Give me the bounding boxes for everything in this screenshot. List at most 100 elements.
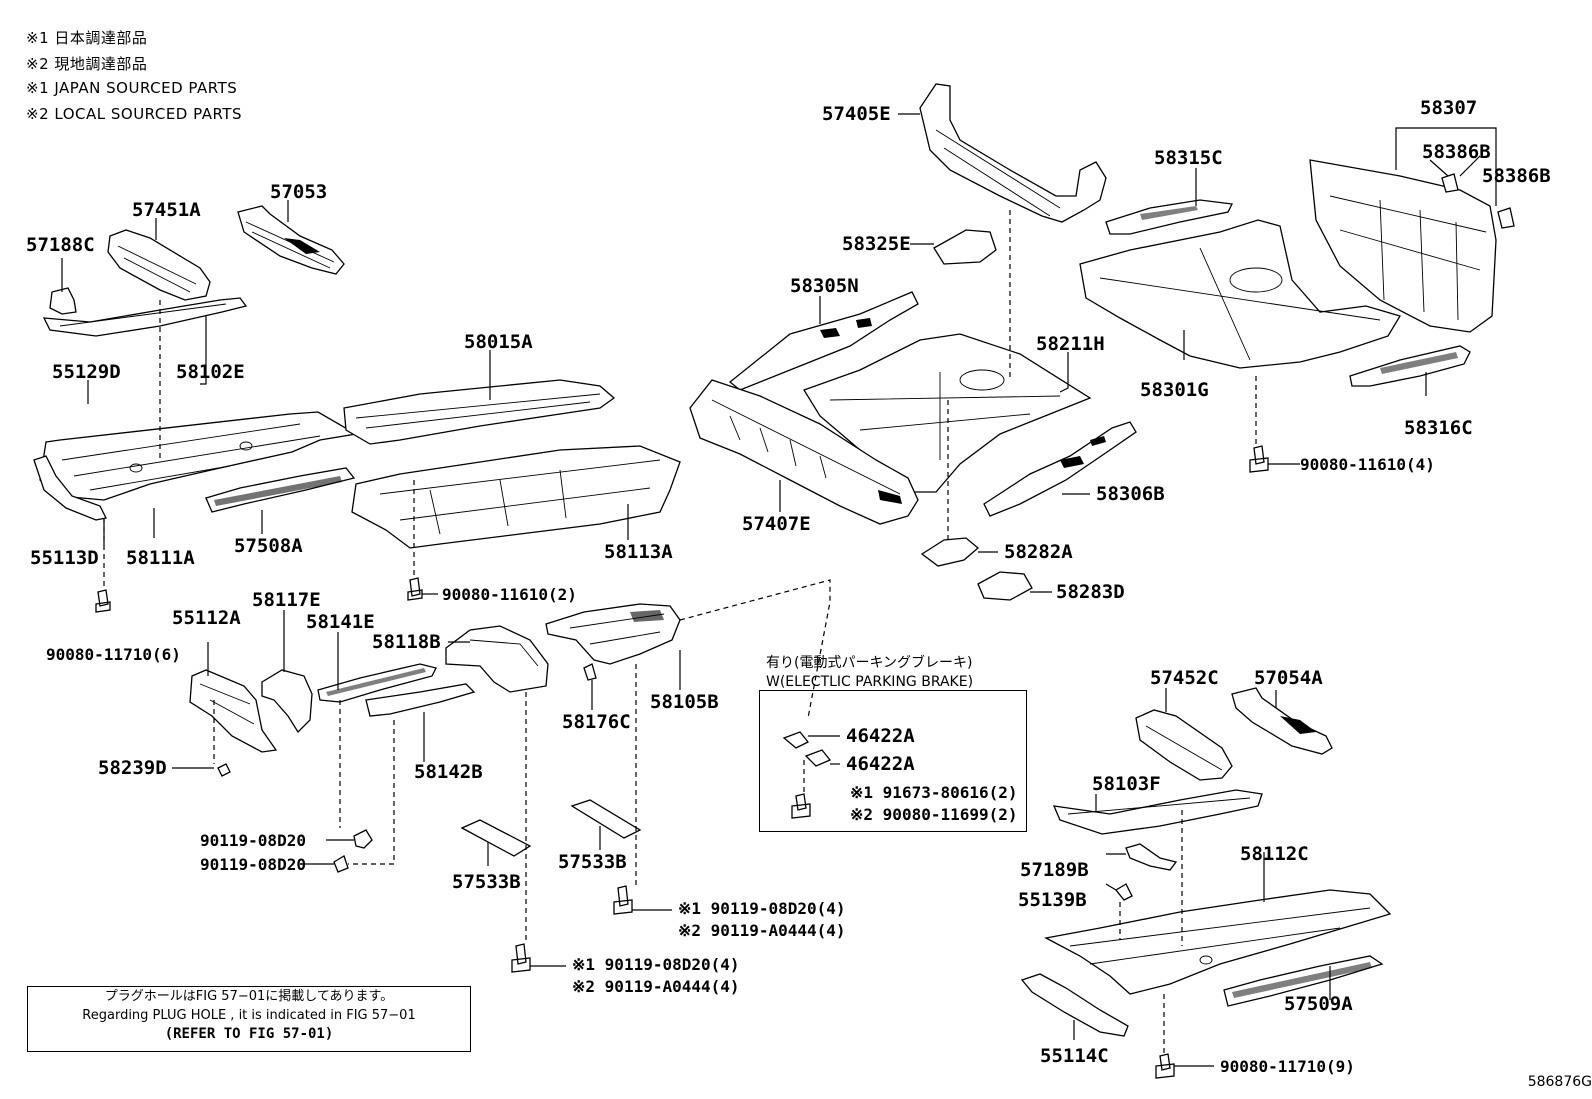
part-46422A-a[interactable] — [782, 731, 810, 749]
bolt-90119-08D20-b-icon — [333, 855, 349, 873]
part-58103F[interactable] — [1052, 789, 1263, 835]
part-58282A[interactable] — [920, 537, 980, 567]
part-58301G[interactable] — [1079, 219, 1401, 369]
label-b1-line2: ※2 90119-A0444(4) — [678, 921, 846, 940]
label-58386B-a: 58386B — [1422, 141, 1491, 163]
label-58015A: 58015A — [464, 331, 533, 353]
label-57407E: 57407E — [742, 513, 811, 535]
part-labels: 57188C 57451A 57053 58102E 55129D 58015A… — [26, 97, 1551, 1076]
part-58283D[interactable] — [977, 571, 1033, 601]
label-58386B-b: 58386B — [1482, 165, 1551, 187]
label-55114C: 55114C — [1040, 1045, 1109, 1067]
part-55113D[interactable] — [33, 455, 107, 521]
figure-code: 586876G — [1527, 1074, 1592, 1090]
bolt-epb-icon — [791, 793, 811, 819]
label-58306B: 58306B — [1096, 483, 1165, 505]
bolt-90080-11610-4-icon — [1249, 445, 1269, 473]
label-58118B: 58118B — [372, 631, 441, 653]
bolt-b1-icon — [613, 885, 633, 915]
part-58239D[interactable] — [217, 763, 231, 777]
label-57189B: 57189B — [1020, 859, 1089, 881]
part-57188C[interactable] — [49, 287, 77, 315]
label-58283D: 58283D — [1056, 581, 1125, 603]
reference-note-box: プラグホールはFIG 57−01に掲載してあります。 Regarding PLU… — [27, 986, 471, 1052]
part-58305N[interactable] — [728, 291, 919, 391]
label-90119-08D20-a: 90119-08D20 — [200, 831, 306, 850]
label-58315C: 58315C — [1154, 147, 1223, 169]
label-57452C: 57452C — [1150, 667, 1219, 689]
part-58118B[interactable] — [445, 625, 549, 693]
label-57405E: 57405E — [822, 103, 891, 125]
label-epb-line2: ※2 90080-11699(2) — [850, 805, 1018, 824]
part-58117E[interactable] — [261, 669, 313, 734]
label-58102E: 58102E — [176, 361, 245, 383]
part-57407E[interactable] — [689, 379, 919, 525]
label-46422A-b: 46422A — [846, 753, 915, 775]
label-57533B-b: 57533B — [558, 851, 627, 873]
bolt-90080-11710-6-icon — [95, 589, 111, 613]
part-58307[interactable] — [1309, 159, 1497, 333]
label-58105B: 58105B — [650, 691, 719, 713]
bolt-90080-11610-2-icon — [407, 577, 423, 601]
label-58111A: 58111A — [126, 547, 195, 569]
label-58239D: 58239D — [98, 757, 167, 779]
label-55113D: 55113D — [30, 547, 99, 569]
part-57533B-a[interactable] — [460, 819, 532, 857]
label-57188C: 57188C — [26, 234, 95, 256]
label-55112A: 55112A — [172, 607, 241, 629]
part-57451A[interactable] — [107, 229, 211, 301]
part-58102E[interactable] — [42, 297, 248, 337]
reference-note-en: Regarding PLUG HOLE , it is indicated in… — [82, 1008, 416, 1023]
part-58386B-b[interactable] — [1497, 207, 1515, 229]
part-58112C[interactable] — [1044, 889, 1392, 995]
note-japan-jp: ※1 日本調達部品 — [26, 29, 148, 47]
label-58325E: 58325E — [842, 233, 911, 255]
epb-detail-box — [759, 690, 1027, 832]
label-57508A: 57508A — [234, 535, 303, 557]
label-b1-line1: ※1 90119-08D20(4) — [678, 899, 846, 918]
label-90080-11710-9: 90080-11710(9) — [1220, 1057, 1355, 1076]
label-57053: 57053 — [270, 181, 327, 203]
part-57533B-b[interactable] — [570, 799, 642, 839]
part-58306B[interactable] — [983, 421, 1137, 517]
label-b2-line1: ※1 90119-08D20(4) — [572, 955, 740, 974]
label-46422A-a: 46422A — [846, 725, 915, 747]
part-46422A-b[interactable] — [804, 749, 832, 767]
bolt-90119-08D20-a-icon — [353, 829, 373, 849]
part-55139B[interactable] — [1115, 883, 1133, 901]
part-57189B[interactable] — [1125, 843, 1178, 871]
label-57509A: 57509A — [1284, 993, 1353, 1015]
label-57054A: 57054A — [1254, 667, 1323, 689]
reference-note-bold: (REFER TO FIG 57-01) — [164, 1026, 334, 1042]
part-58386B-a[interactable] — [1441, 173, 1459, 193]
part-55114C[interactable] — [1020, 973, 1129, 1037]
part-55112A[interactable] — [189, 669, 278, 753]
part-58015A[interactable] — [343, 379, 616, 445]
note-local-en: ※2 LOCAL SOURCED PARTS — [26, 105, 242, 123]
label-55129D: 55129D — [52, 361, 121, 383]
label-90080-11610-2: 90080-11610(2) — [442, 585, 577, 604]
label-58113A: 58113A — [604, 541, 673, 563]
label-58301G: 58301G — [1140, 379, 1209, 401]
label-58112C: 58112C — [1240, 843, 1309, 865]
label-58117E: 58117E — [252, 589, 321, 611]
label-58316C: 58316C — [1404, 417, 1473, 439]
part-58142B[interactable] — [365, 683, 476, 717]
part-57405E[interactable] — [919, 83, 1107, 223]
part-57054A[interactable] — [1231, 687, 1333, 755]
part-58325E[interactable] — [933, 229, 997, 265]
part-58176C[interactable] — [583, 663, 597, 681]
note-local-jp: ※2 現地調達部品 — [26, 55, 148, 73]
part-58315C[interactable] — [1105, 199, 1233, 235]
leader-lines — [61, 113, 1497, 1067]
part-57452C[interactable] — [1135, 709, 1233, 781]
part-58113A[interactable] — [351, 445, 681, 549]
bolt-b2-icon — [511, 943, 531, 973]
dashed-connection-lines — [103, 210, 1257, 1054]
label-57451A: 57451A — [132, 199, 201, 221]
label-90119-08D20-b: 90119-08D20 — [200, 855, 306, 874]
label-58307: 58307 — [1420, 97, 1477, 119]
label-58176C: 58176C — [562, 711, 631, 733]
label-58103F: 58103F — [1092, 773, 1161, 795]
